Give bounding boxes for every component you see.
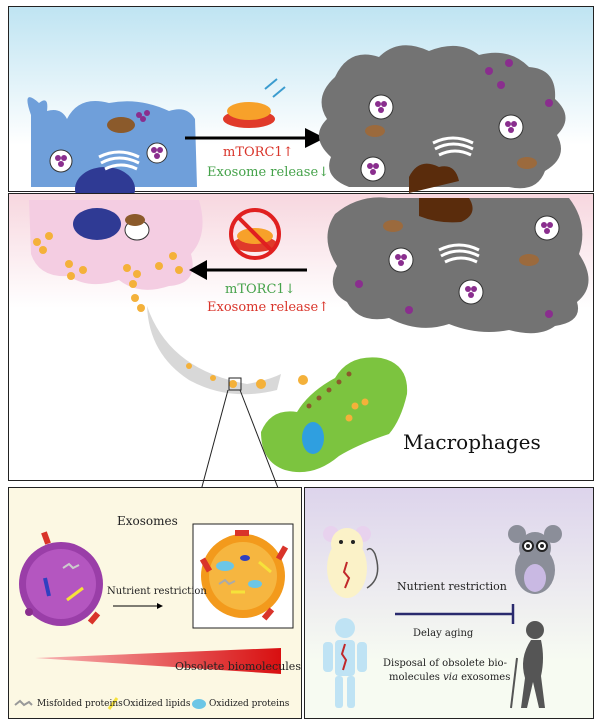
exosome-label-restricted: Exosome release↑ <box>207 300 330 315</box>
nutrient-restriction-label-right: Nutrient restriction <box>397 580 507 593</box>
gray-cell-nucleus <box>409 163 459 193</box>
nutrient-restriction-label-left: Nutrient restriction <box>107 586 207 597</box>
panel-restricted-state: mTORC1↓ Exosome release↑ Macrophages <box>8 193 594 481</box>
no-food-icon <box>229 208 281 260</box>
exosomes-title: Exosomes <box>117 514 178 528</box>
oxidized-lipid-icon <box>107 697 119 710</box>
restricted-state-illustration <box>29 197 589 473</box>
panel-fed-state: mTORC1↑ Exosome release↓ <box>8 6 594 193</box>
old-mouse-icon <box>508 525 562 594</box>
panel-aging-effects: Nutrient restriction Delay aging Disposa… <box>304 487 594 719</box>
aging-illustration <box>323 525 562 709</box>
panel-exosome-cargo: Exosomes <box>8 487 302 719</box>
legend-oxidized-proteins: Oxidized proteins <box>209 699 290 709</box>
mtorc1-label-restricted: mTORC1↓ <box>225 282 296 297</box>
disposal-text-line2: molecules via exosomes <box>389 672 511 683</box>
human-figure-icon <box>323 618 367 708</box>
exosome-flow-path <box>147 306 281 395</box>
macrophage-nucleus <box>302 422 324 454</box>
young-mouse-icon <box>323 526 379 598</box>
blue-cell-mitochondrion <box>107 117 135 133</box>
mtorc1-label-fed: mTORC1↑ <box>223 145 294 160</box>
zoom-box <box>228 377 242 391</box>
legend-misfolded-proteins: Misfolded proteins <box>37 699 123 709</box>
exosome-label-fed: Exosome release↓ <box>207 165 330 180</box>
delay-aging-label: Delay aging <box>413 628 474 639</box>
disposal-text-line1: Disposal of obsolete bio- <box>383 658 507 669</box>
food-icon <box>223 78 286 128</box>
misfolded-protein-icon <box>14 699 33 707</box>
fed-state-illustration <box>27 45 566 193</box>
gray-cell <box>318 45 566 189</box>
pink-cell-nucleus <box>73 208 121 240</box>
macrophage-cell <box>261 357 408 473</box>
oxidized-protein-icon <box>192 699 206 709</box>
macrophages-label: Macrophages <box>403 430 541 454</box>
legend-oxidized-lipids: Oxidized lipids <box>123 699 191 709</box>
exosome-cargo-illustration <box>14 523 294 710</box>
blue-cell-nucleus <box>75 167 135 193</box>
obsolete-biomolecules-label: Obsolete biomolecules <box>175 660 301 673</box>
elderly-person-icon <box>510 621 545 709</box>
obsolete-gradient-wedge <box>35 648 281 674</box>
